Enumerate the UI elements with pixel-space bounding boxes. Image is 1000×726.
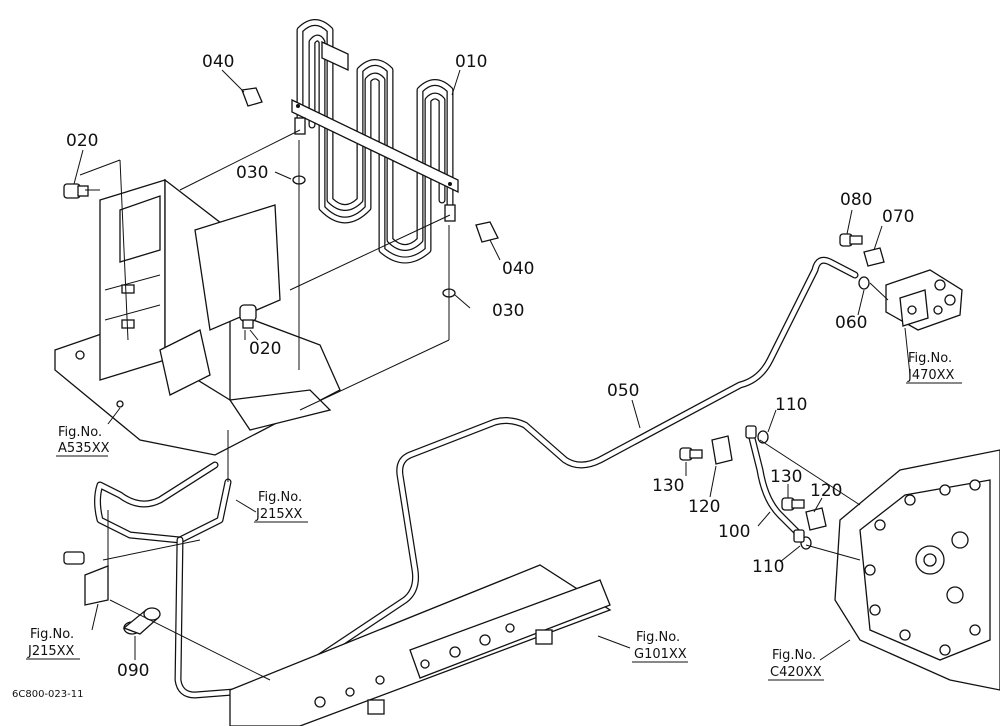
fig-ref-line1: Fig.No. [258, 490, 302, 505]
part-label: 050 [607, 381, 639, 401]
part-label: 010 [455, 52, 487, 72]
bolt-020-lower-drawing [239, 304, 257, 329]
part-label: 120 [810, 481, 842, 501]
fig-ref-c420: Fig.No. C420XX [768, 648, 824, 681]
part-label: 020 [249, 339, 281, 359]
left-bracket-drawing [63, 510, 109, 606]
part-label: 080 [840, 190, 872, 210]
part-label: 090 [117, 661, 149, 681]
part-label: 070 [882, 207, 914, 227]
fig-ref-line2: G101XX [634, 647, 687, 662]
fig-ref-line1: Fig.No. [772, 648, 816, 663]
fig-ref-line2: J215XX [255, 507, 303, 522]
part-label: 100 [718, 522, 750, 542]
fig-ref-line1: Fig.No. [30, 627, 74, 642]
part-label: 060 [835, 313, 867, 333]
part-label: 130 [652, 476, 684, 496]
part-label: 110 [775, 395, 807, 415]
valve-assembly-drawing [885, 269, 963, 331]
part-label: 130 [770, 467, 802, 487]
transmission-case-drawing [834, 449, 1000, 691]
o-ring-060 [858, 276, 870, 290]
fitting-upper [745, 425, 757, 439]
part-label: 030 [236, 163, 268, 183]
bolt-130-upper-drawing [679, 447, 703, 461]
left-hose-drawing [94, 461, 264, 699]
part-label: 040 [202, 52, 234, 72]
fig-ref-j215-left: Fig.No. J215XX [26, 627, 80, 660]
leader-lines [79, 129, 889, 681]
fig-ref-line2: J215XX [27, 644, 75, 659]
part-label: 110 [752, 557, 784, 577]
fig-ref-g101: Fig.No. G101XX [632, 630, 688, 663]
fig-refs: Fig.No. A535XX Fig.No. J215XX Fig.No. J2… [26, 351, 962, 681]
part-label: 120 [688, 497, 720, 517]
pipe-100-drawing [746, 426, 804, 539]
fig-ref-line1: Fig.No. [908, 351, 952, 366]
clamp-040-lower-drawing [475, 221, 499, 243]
part-label: 030 [492, 301, 524, 321]
clamp-040-upper-drawing [241, 87, 263, 107]
frame-rail-drawing [229, 564, 612, 726]
fig-ref-j470: Fig.No. J470XX [906, 351, 962, 384]
fig-ref-j215-right: Fig.No. J215XX [254, 490, 308, 523]
fig-ref-line2: A535XX [58, 441, 110, 456]
o-ring-110-upper [757, 430, 769, 444]
clamp-120-lower-drawing [805, 507, 827, 531]
label-leaders [73, 69, 911, 661]
clamp-120-upper-drawing [711, 435, 733, 465]
return-pipe-050-drawing [266, 256, 859, 694]
clamp-070-drawing [863, 247, 885, 267]
diagram-code: 6C800-023-11 [12, 689, 83, 700]
part-labels: 040 010 020 030 040 030 020 080 070 060 … [66, 52, 914, 681]
bolt-130-lower-drawing [781, 497, 805, 511]
fig-ref-line2: J470XX [907, 368, 955, 383]
part-label: 020 [66, 131, 98, 151]
bushing-090-drawing [122, 607, 161, 635]
fig-ref-line1: Fig.No. [58, 425, 102, 440]
bolt-020-upper-drawing [63, 183, 89, 199]
oil-cooler-drawing [291, 19, 459, 264]
fig-ref-line2: C420XX [770, 665, 822, 680]
bolt-080-drawing [839, 233, 863, 247]
fitting-lower [793, 529, 805, 543]
fig-ref-line1: Fig.No. [636, 630, 680, 645]
fig-ref-a535: Fig.No. A535XX [56, 425, 110, 457]
mounting-bracket-drawing [54, 178, 341, 456]
part-label: 040 [502, 259, 534, 279]
